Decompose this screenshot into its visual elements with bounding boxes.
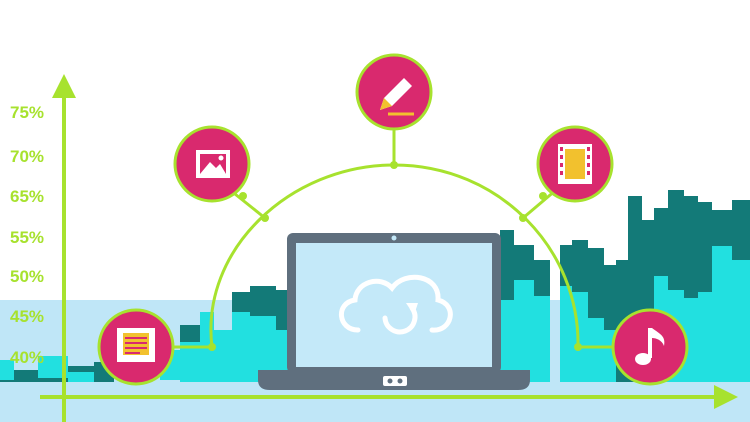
pencil-icon: [380, 78, 414, 116]
connector-lines: [173, 129, 612, 349]
x-axis: [40, 385, 738, 409]
y-axis-arrow-icon: [52, 74, 76, 98]
y-label-40: 40%: [10, 348, 44, 367]
x-axis-arrow-icon: [714, 385, 738, 409]
music-note-icon: [635, 328, 665, 365]
document-icon-badge: [97, 308, 175, 386]
film-icon: [558, 144, 592, 184]
laptop: [258, 233, 530, 390]
y-label-75: 75%: [10, 103, 44, 122]
y-axis: [52, 74, 76, 422]
document-icon: [117, 328, 155, 362]
y-label-70: 70%: [10, 147, 44, 166]
y-label-55: 55%: [10, 228, 44, 247]
music-note-icon-badge: [611, 308, 689, 386]
y-label-50: 50%: [10, 267, 44, 286]
y-label-65: 65%: [10, 187, 44, 206]
image-icon-badge: [173, 125, 251, 203]
y-label-45: 45%: [10, 307, 44, 326]
laptop-camera: [391, 235, 397, 241]
laptop-touchpad: [383, 376, 407, 386]
y-axis-labels: 75% 70% 65% 55% 50% 45% 40%: [10, 103, 44, 367]
cloud-sync-icon: [338, 274, 453, 335]
laptop-screen: [296, 243, 492, 367]
image-icon: [196, 150, 230, 178]
film-icon-badge: [536, 125, 614, 203]
cyan-bars: [0, 246, 750, 384]
pencil-icon-badge: [355, 53, 433, 131]
